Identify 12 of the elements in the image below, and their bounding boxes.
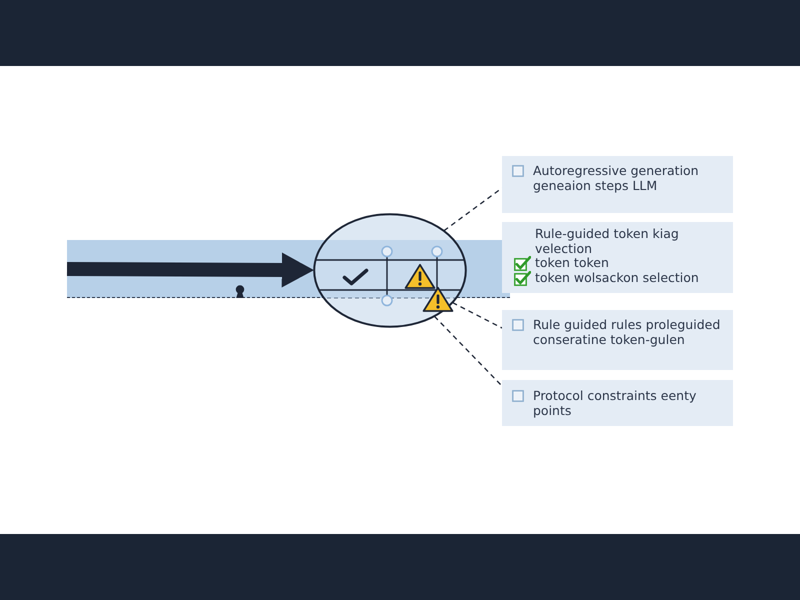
card-text: Rule guided rules proleguided conseratine token-gulen	[533, 318, 722, 347]
info-card	[502, 222, 733, 293]
info-card	[502, 380, 733, 426]
leader-line	[434, 316, 502, 386]
card-text: Protocol constraints eenty points	[533, 389, 698, 418]
info-card	[502, 310, 733, 370]
card-text: Autoregressive generation geneaion steps LLM	[533, 164, 700, 193]
list-item-text: token token	[535, 256, 609, 270]
list-item-text: token wolsackon selection	[535, 271, 699, 286]
info-card	[502, 156, 733, 213]
leader-line	[452, 302, 502, 329]
arrow	[66, 252, 314, 288]
